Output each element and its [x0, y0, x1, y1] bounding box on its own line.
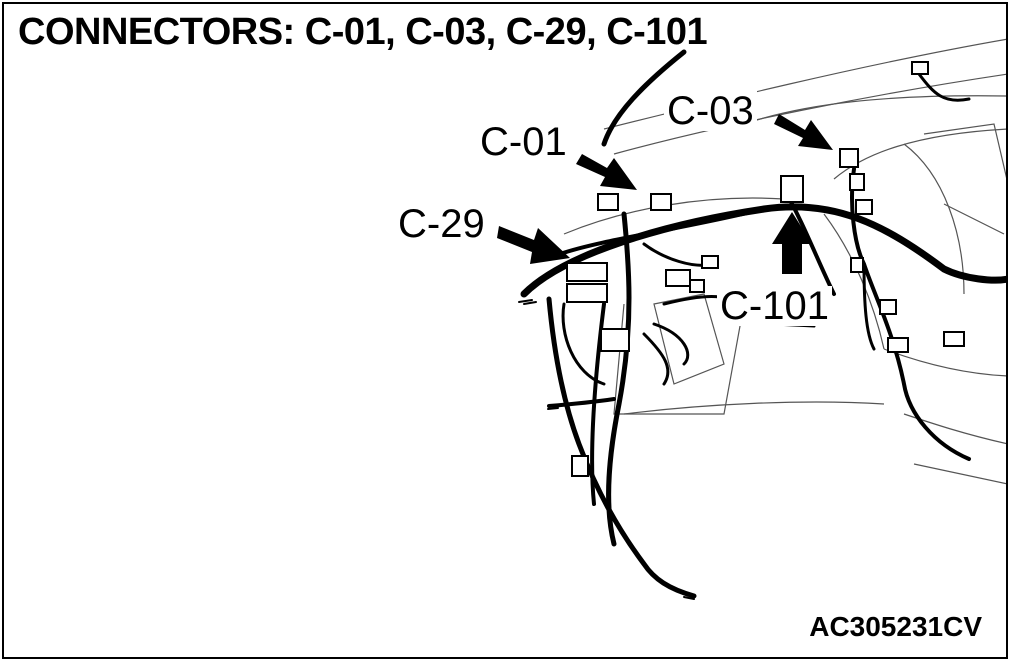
connector-block — [887, 337, 909, 353]
callout-label-c101: C-101 — [717, 286, 832, 326]
connector-c101 — [780, 175, 804, 203]
arrow-c101 — [772, 212, 812, 274]
connector-block — [600, 328, 630, 352]
page-title: CONNECTORS: C-01, C-03, C-29, C-101 — [18, 11, 708, 53]
connector-block — [701, 255, 719, 269]
connector-block — [911, 61, 929, 75]
connector-block — [849, 173, 865, 191]
connector-block — [879, 299, 897, 315]
connector-block — [855, 199, 873, 215]
arrow-c29 — [497, 226, 570, 264]
callout-label-c01: C-01 — [477, 122, 570, 162]
connector-c03 — [839, 148, 859, 168]
connector-block — [597, 193, 619, 211]
connector-block — [943, 331, 965, 347]
connector-blocks — [566, 61, 965, 477]
connector-block — [689, 279, 705, 293]
harness-wires — [518, 49, 1006, 600]
connector-block — [850, 257, 864, 273]
callout-label-c03: C-03 — [664, 91, 757, 131]
connector-block — [571, 455, 589, 477]
callout-arrows — [497, 114, 833, 274]
arrow-c03 — [774, 114, 833, 150]
connector-block — [665, 269, 691, 287]
callout-label-c29: C-29 — [395, 204, 488, 244]
connector-c29-lower — [566, 283, 608, 303]
figure-code: AC305231CV — [809, 611, 982, 642]
wiring-harness-illustration — [497, 38, 1006, 600]
connector-c01 — [650, 193, 672, 211]
arrow-c01 — [576, 154, 637, 190]
connector-c29-upper — [566, 262, 608, 282]
